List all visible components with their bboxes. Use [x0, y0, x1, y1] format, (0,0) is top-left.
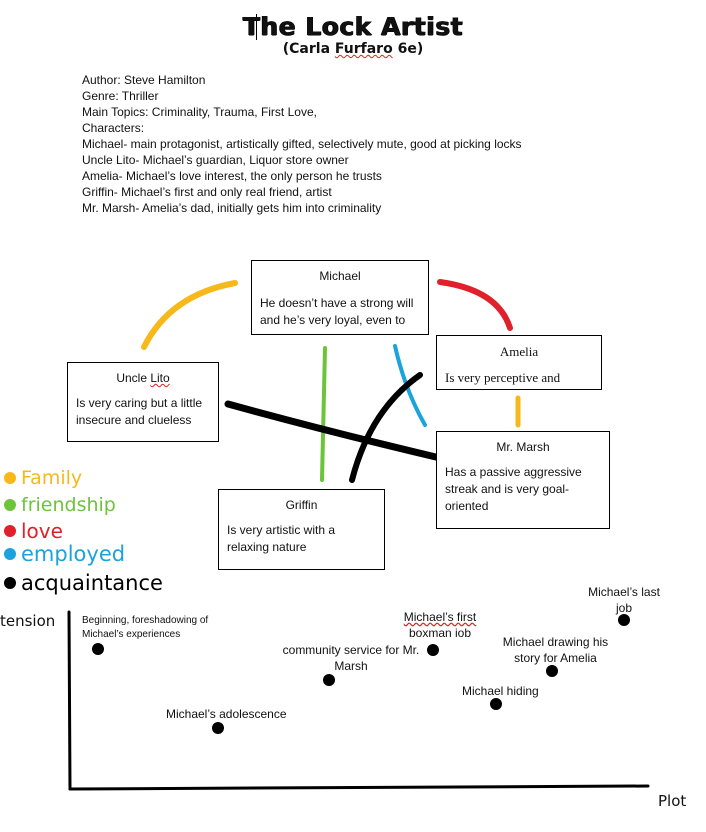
legend-label: Family [21, 467, 83, 489]
x-axis [68, 784, 650, 791]
info-topics: Main Topics: Criminality, Trauma, First … [82, 105, 317, 119]
event-label-drawing-story: Michael drawing his story for Amelia [502, 635, 609, 665]
legend-love: love [4, 519, 63, 543]
acquaintance-line-lito-marsh [224, 400, 444, 462]
event-point-last-job [618, 614, 630, 626]
subtitle-suffix: 6e) [392, 41, 424, 57]
character-description: Is very caring but a little insecure and… [76, 396, 203, 427]
love-dot-icon [4, 525, 16, 537]
event-point-community-service [323, 674, 335, 686]
info-uncle-lito: Uncle Lito- Michael’s guardian, Liquor s… [82, 153, 349, 167]
character-box-uncle-lito: Uncle Lito Is very caring but a little i… [67, 362, 219, 442]
friendship-dot-icon [4, 499, 16, 511]
character-box-griffin: Griffin Is very artistic with a relaxing… [218, 489, 385, 570]
character-name: Amelia [499, 344, 539, 359]
event-point-adolescence [212, 722, 224, 734]
y-axis [67, 610, 72, 791]
event-label-last-job: Michael’s last job [588, 585, 660, 615]
family-dot-icon [4, 472, 16, 484]
page-subtitle: (Carla Furfaro 6e) [0, 41, 706, 57]
legend-label: love [21, 519, 63, 543]
info-characters-heading: Characters: [82, 121, 145, 135]
info-griffin: Griffin- Michael’s first and only real f… [82, 185, 332, 199]
info-michael: Michael- main protagonist, artistically … [82, 137, 522, 151]
legend-employed: employed [4, 542, 125, 566]
info-amelia: Amelia- Michael’s love interest, the onl… [82, 169, 382, 183]
character-description: Is very artistic with a relaxing nature [227, 523, 336, 554]
legend-friendship: friendship [4, 494, 116, 516]
page-title: The Lock Artist [242, 12, 464, 41]
character-description: He doesn’t have a strong will and he’s v… [260, 296, 414, 327]
info-author: Author: Steve Hamilton [82, 73, 206, 87]
event-label-first-boxman-job: Michael’s first boxman job [403, 610, 477, 637]
name-prefix: Uncle [116, 371, 151, 385]
event-point-hiding [490, 698, 502, 710]
acquaintance-dot-icon [4, 577, 16, 589]
event-label-community-service: community service for Mr. Marsh [282, 643, 420, 673]
friendship-line-michael-griffin [320, 346, 327, 482]
event-point-first-boxman-job [427, 644, 439, 656]
y-axis-label: tension [0, 612, 56, 630]
acquaintance-line-griffin-amelia [349, 372, 423, 483]
name-wavy: Lito [150, 371, 170, 385]
info-mr-marsh: Mr. Marsh- Amelia’s dad, initially gets … [82, 201, 382, 215]
legend-label: acquaintance [21, 571, 163, 595]
book-info: Author: Steve Hamilton Genre: Thriller M… [82, 72, 522, 216]
legend-acquaintance: acquaintance [4, 571, 163, 595]
text-cursor [256, 14, 257, 40]
character-description: Has a passive aggressive streak and is v… [445, 465, 582, 513]
employed-dot-icon [4, 548, 16, 560]
character-name: Michael [319, 269, 361, 283]
character-name: Uncle Lito [68, 371, 218, 385]
character-box-mr-marsh: Mr. Marsh Has a passive aggressive strea… [436, 431, 610, 529]
legend-family: Family [4, 467, 82, 489]
subtitle-prefix: (Carla [282, 41, 335, 57]
character-box-michael: Michael He doesn’t have a strong will an… [251, 260, 429, 335]
legend-label: friendship [21, 494, 116, 516]
legend-label: employed [21, 542, 126, 566]
family-line-lito-michael [141, 280, 238, 350]
event-point-drawing-story [546, 665, 558, 677]
character-box-amelia: Amelia Is very perceptive and [436, 335, 602, 390]
x-axis-label: Plot [658, 792, 687, 810]
character-description: Is very perceptive and [445, 370, 561, 385]
character-name: Griffin [285, 498, 318, 512]
character-name: Mr. Marsh [496, 440, 550, 454]
subtitle-surname: Furfaro [334, 41, 393, 57]
event-label-beginning: Beginning, foreshadowing of Michael’s ex… [82, 615, 209, 640]
love-line-michael-amelia [437, 279, 513, 331]
event-label-adolescence: Michael’s adolescence [166, 707, 287, 721]
info-genre: Genre: Thriller [82, 89, 159, 103]
event-point-beginning [92, 643, 104, 655]
event-label-hiding: Michael hiding [462, 684, 539, 698]
